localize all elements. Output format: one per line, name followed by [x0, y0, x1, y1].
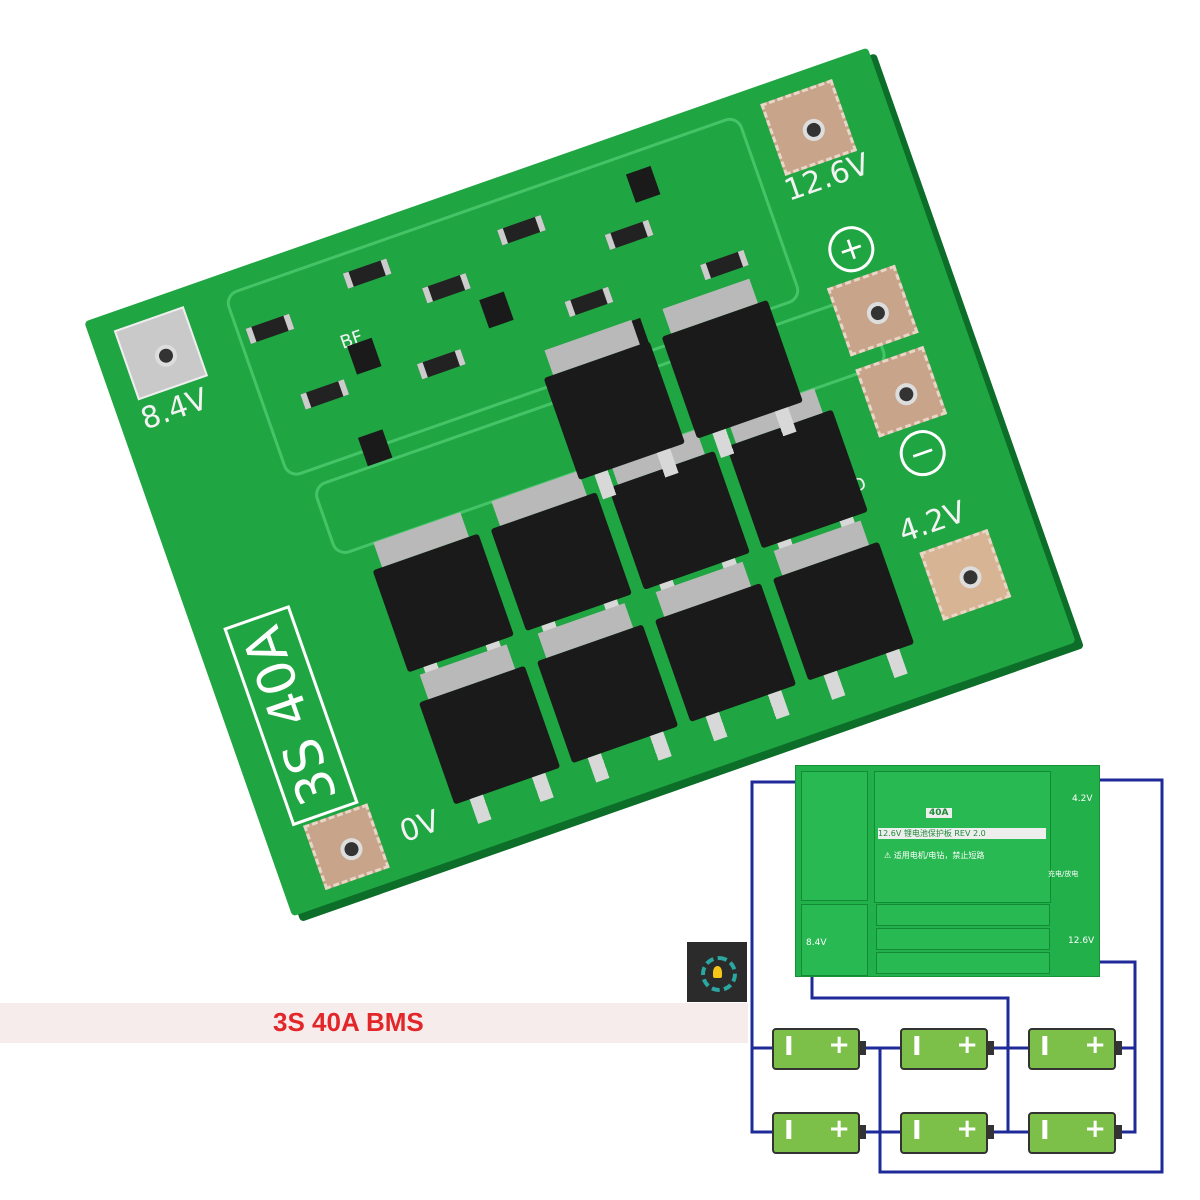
negative-terminal: I: [1040, 1032, 1050, 1062]
battery-slot: [876, 904, 1050, 926]
title-banner: 3S 40A BMS: [0, 1003, 748, 1043]
positive-terminal: +: [956, 1030, 978, 1060]
wire: [878, 1046, 900, 1132]
negative-terminal: I: [784, 1032, 794, 1062]
inset-8-4v: 8.4V: [806, 938, 827, 948]
inset-4-2v: 4.2V: [1072, 794, 1093, 804]
inset-region: [801, 904, 868, 976]
battery-slot: [876, 928, 1050, 950]
inset-badge: 40A: [926, 808, 952, 818]
battery-slot: [876, 952, 1050, 974]
wire: [878, 778, 1164, 1174]
negative-terminal: I: [912, 1116, 922, 1146]
battery-cell: I+: [772, 1028, 866, 1070]
wire: [750, 780, 808, 1134]
positive-terminal: +: [1084, 1030, 1106, 1060]
wire: [810, 965, 1028, 1050]
inset-12-6v: 12.6V: [1068, 936, 1095, 946]
inset-warning: ⚠ 适用电机/电钻，禁止短路: [884, 851, 985, 860]
wire: [988, 1046, 1028, 1134]
inset-charge-label: 充电/放电: [1048, 870, 1079, 878]
negative-terminal: I: [1040, 1116, 1050, 1146]
positive-terminal: +: [1084, 1114, 1106, 1144]
battery-cell: I+: [772, 1112, 866, 1154]
battery-cell: I+: [900, 1112, 994, 1154]
positive-terminal: +: [828, 1030, 850, 1060]
negative-terminal: I: [784, 1116, 794, 1146]
banner-title: 3S 40A BMS: [273, 1007, 424, 1037]
positive-terminal: +: [956, 1114, 978, 1144]
battery-cell: I+: [1028, 1112, 1122, 1154]
battery-cell: I+: [900, 1028, 994, 1070]
bms-board-inset: 40A 12.6V 锂电池保护板 REV 2.0 ⚠ 适用电机/电钻，禁止短路 …: [795, 765, 1100, 977]
inset-region: [801, 771, 868, 901]
battery-cell: I+: [1028, 1028, 1122, 1070]
negative-terminal: I: [912, 1032, 922, 1062]
positive-terminal: +: [828, 1114, 850, 1144]
logo-icon: [687, 942, 747, 1002]
inset-subtitle: 12.6V 锂电池保护板 REV 2.0: [878, 828, 1046, 839]
